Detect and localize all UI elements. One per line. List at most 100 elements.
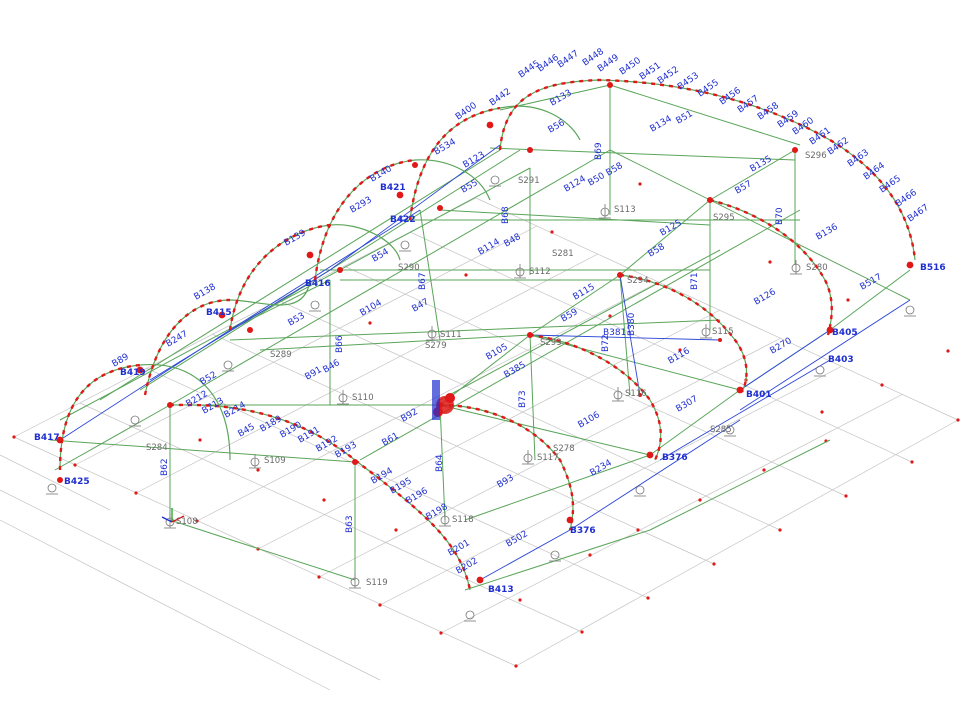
coordinate-axis-triad [161,508,185,523]
beam-label-b214: B214 [223,400,248,420]
node-label-s116: S116 [625,389,647,399]
beam-label-b46: B46 [322,358,343,376]
node-label-s108: S108 [176,517,198,527]
node-label-s289: S289 [270,350,292,360]
beam-label-b71: B71 [690,272,700,290]
beam-label-bold-b416: B416 [305,279,331,289]
beam-label-b73: B73 [518,390,528,408]
beam-label-b92: B92 [400,407,420,424]
beam-label-bold-b403: B403 [828,355,854,365]
frame-beams [49,84,911,591]
beam-label-b125: B125 [659,218,684,238]
beam-label-b45: B45 [237,422,257,439]
beam-label-b198: B198 [425,502,450,522]
beam-label-b70: B70 [775,207,785,225]
beam-label-b105: B105 [485,342,510,362]
beam-label-bold-b401: B401 [746,390,772,400]
beam-label-b57: B57 [734,179,754,196]
beam-label-b54: B54 [371,247,392,265]
node-label-s296: S296 [805,151,827,161]
node-label-s109: S109 [264,456,286,466]
beam-label-b380: B380 [627,312,637,336]
beam-label-b72: B72 [601,334,611,352]
beam-label-b465: B465 [878,174,903,196]
beam-label-b50: B50 [587,171,608,189]
beam-label-b115: B115 [572,282,597,302]
beam-label-b104: B104 [359,298,384,318]
beam-label-bold-b422: B422 [390,215,416,225]
beam-label-b124: B124 [563,174,588,194]
beam-label-b51: B51 [675,109,695,126]
central-joint-cluster [432,380,455,420]
beam-label-b126: B126 [753,287,778,307]
grid-node-markers [12,182,960,668]
beam-label-b47: B47 [411,297,431,314]
beam-label-b455: B455 [696,78,721,100]
beam-label-bold-b419: B419 [120,368,146,378]
beam-label-bold-b376: B376 [570,526,596,536]
node-label-s279: S279 [425,341,447,351]
node-label-s284: S284 [146,443,168,453]
node-label-s290: S290 [398,263,420,273]
beam-label-b53: B53 [287,311,307,328]
beam-label-b442: B442 [488,87,513,109]
beam-label-b69: B69 [594,142,604,160]
beam-label-b123: B123 [462,150,487,170]
beam-label-b385: B385 [503,360,528,380]
beam-label-bold-b417: B417 [34,433,60,443]
beam-label-b64: B64 [435,454,445,472]
node-label-s111: S111 [440,330,462,340]
beam-label-b135: B135 [749,154,774,174]
beam-label-b293: B293 [349,195,374,215]
beam-label-b234: B234 [589,458,614,478]
node-label-s113: S113 [614,205,636,215]
beam-label-b68: B68 [501,206,511,224]
beam-label-b270: B270 [769,336,794,356]
beam-label-b59: B59 [560,307,581,325]
beam-label-b502: B502 [505,529,530,549]
beam-label-b467: B467 [906,203,931,225]
beam-label-b62: B62 [160,458,170,476]
node-label-s285: S285 [710,425,732,435]
highlighted-beam-labels: B421B422B415B416B419B417B425B376B405B401… [34,183,946,595]
node-label-s280: S280 [806,263,828,273]
member-release-markers [56,82,914,584]
beam-label-b61: B61 [381,431,401,448]
support-symbols [46,175,916,622]
beam-label-b134: B134 [649,114,674,134]
beam-label-b58: B58 [647,242,668,260]
beam-label-bold-b425: B425 [64,477,90,487]
beam-label-b462: B462 [826,136,851,158]
node-label-s119: S119 [366,578,388,588]
roof-arches [58,78,917,591]
beam-label-b194: B194 [370,466,395,486]
beam-label-b106: B106 [577,410,602,430]
beam-label-bold-b413: B413 [488,585,514,595]
beam-label-b139: B139 [283,228,308,248]
node-label-s294: S294 [627,276,649,286]
node-label-s293: S293 [540,338,562,348]
beam-label-b534: B534 [433,137,458,157]
beam-label-bold-b415: B415 [206,308,232,318]
node-label-s110: S110 [352,393,374,403]
ground-grid [0,197,959,691]
node-label-s278: S278 [553,444,575,454]
beam-label-b52: B52 [199,370,219,387]
blue-bracing-members [59,144,911,581]
beam-label-b466: B466 [894,188,919,210]
beam-label-b66: B66 [335,335,345,353]
beam-label-b196: B196 [405,486,430,506]
beam-label-b307: B307 [675,394,700,414]
beam-label-b114: B114 [477,237,502,257]
beam-label-bold-b516: B516 [920,263,946,273]
node-label-s291: S291 [518,176,540,186]
beam-label-b458: B458 [756,101,781,123]
beam-label-b67: B67 [418,272,428,290]
beam-label-b517: B517 [859,272,884,292]
beam-label-b63: B63 [345,515,355,533]
beam-label-bold-b421: B421 [380,183,406,193]
beam-label-b381: B381 [603,328,626,338]
